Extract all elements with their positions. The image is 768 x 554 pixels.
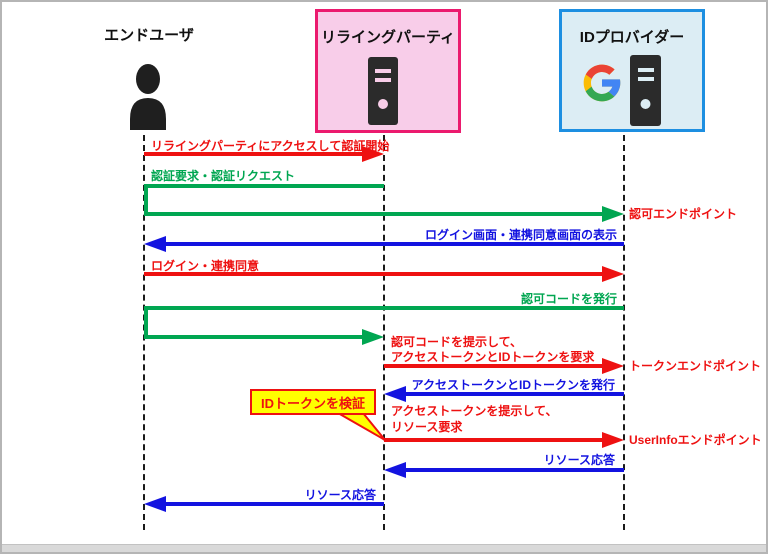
message-arrow-m2 xyxy=(144,212,602,216)
message-label-access-start: リライングパーティにアクセスして認証開始 xyxy=(151,139,390,153)
message-arrow-m9 xyxy=(406,468,624,472)
message-label-token-request-line1: 認可コードを提示して、 xyxy=(391,335,523,349)
actor-label-relying-party: リライングパーティ xyxy=(320,29,456,46)
message-label-issue-tokens: アクセストークンとIDトークンを発行 xyxy=(411,378,615,392)
actor-label-id-provider: IDプロバイダー xyxy=(579,29,685,46)
lifeline-relying-party xyxy=(383,135,385,530)
arrowhead-m2 xyxy=(602,206,624,222)
message-arrow-m3 xyxy=(166,242,624,246)
arrowhead-m4 xyxy=(602,266,624,282)
arrowhead-m1 xyxy=(362,146,384,162)
callout-verify-id-token: IDトークンを検証 xyxy=(250,389,376,415)
message-arrow-m6 xyxy=(384,364,602,368)
message-label-login-screen: ログイン画面・連携同意画面の表示 xyxy=(424,228,617,242)
message-line-m2-vertical xyxy=(144,184,148,216)
message-label-resource-response-1: リソース応答 xyxy=(543,453,615,467)
message-line-m2-top xyxy=(144,184,384,188)
arrowhead-m3 xyxy=(144,236,166,252)
message-label-auth-request: 認証要求・認証リクエスト xyxy=(151,169,296,183)
arrowhead-m7 xyxy=(384,386,406,402)
arrowhead-m10 xyxy=(144,496,166,512)
message-arrow-m1 xyxy=(144,152,362,156)
endpoint-label-authorization: 認可エンドポイント xyxy=(629,207,738,221)
message-label-token-request-line2: アクセストークンとIDトークンを要求 xyxy=(391,350,595,364)
message-line-m5-top xyxy=(144,306,624,310)
endpoint-label-token: トークンエンドポイント xyxy=(629,359,762,373)
bottom-edge-bar xyxy=(2,544,766,552)
message-label-resource-request-line2: リソース要求 xyxy=(391,420,463,434)
message-arrow-m7 xyxy=(406,392,624,396)
message-line-m5-vertical xyxy=(144,306,148,339)
endpoint-label-userinfo: UserInfoエンドポイント xyxy=(629,433,762,447)
actor-label-end-user: エンドユーザ xyxy=(104,27,194,44)
arrowhead-m8 xyxy=(602,432,624,448)
message-label-resource-request-line1: アクセストークンを提示して、 xyxy=(391,404,558,418)
google-logo-icon xyxy=(583,64,621,102)
message-arrow-m5 xyxy=(144,335,362,339)
server-icon-relying-party xyxy=(368,57,398,125)
message-arrow-m4 xyxy=(144,272,602,276)
message-label-resource-response-2: リソース応答 xyxy=(304,488,376,502)
message-arrow-m10 xyxy=(166,502,384,506)
arrowhead-m9 xyxy=(384,462,406,478)
message-arrow-m8 xyxy=(384,438,602,442)
arrowhead-m6 xyxy=(602,358,624,374)
message-label-login-consent: ログイン・連携同意 xyxy=(151,259,260,273)
server-icon-id-provider xyxy=(630,55,661,126)
message-label-issue-auth-code: 認可コードを発行 xyxy=(520,292,617,306)
arrowhead-m5 xyxy=(362,329,384,345)
lifeline-id-provider xyxy=(623,135,625,530)
person-icon xyxy=(130,64,166,130)
